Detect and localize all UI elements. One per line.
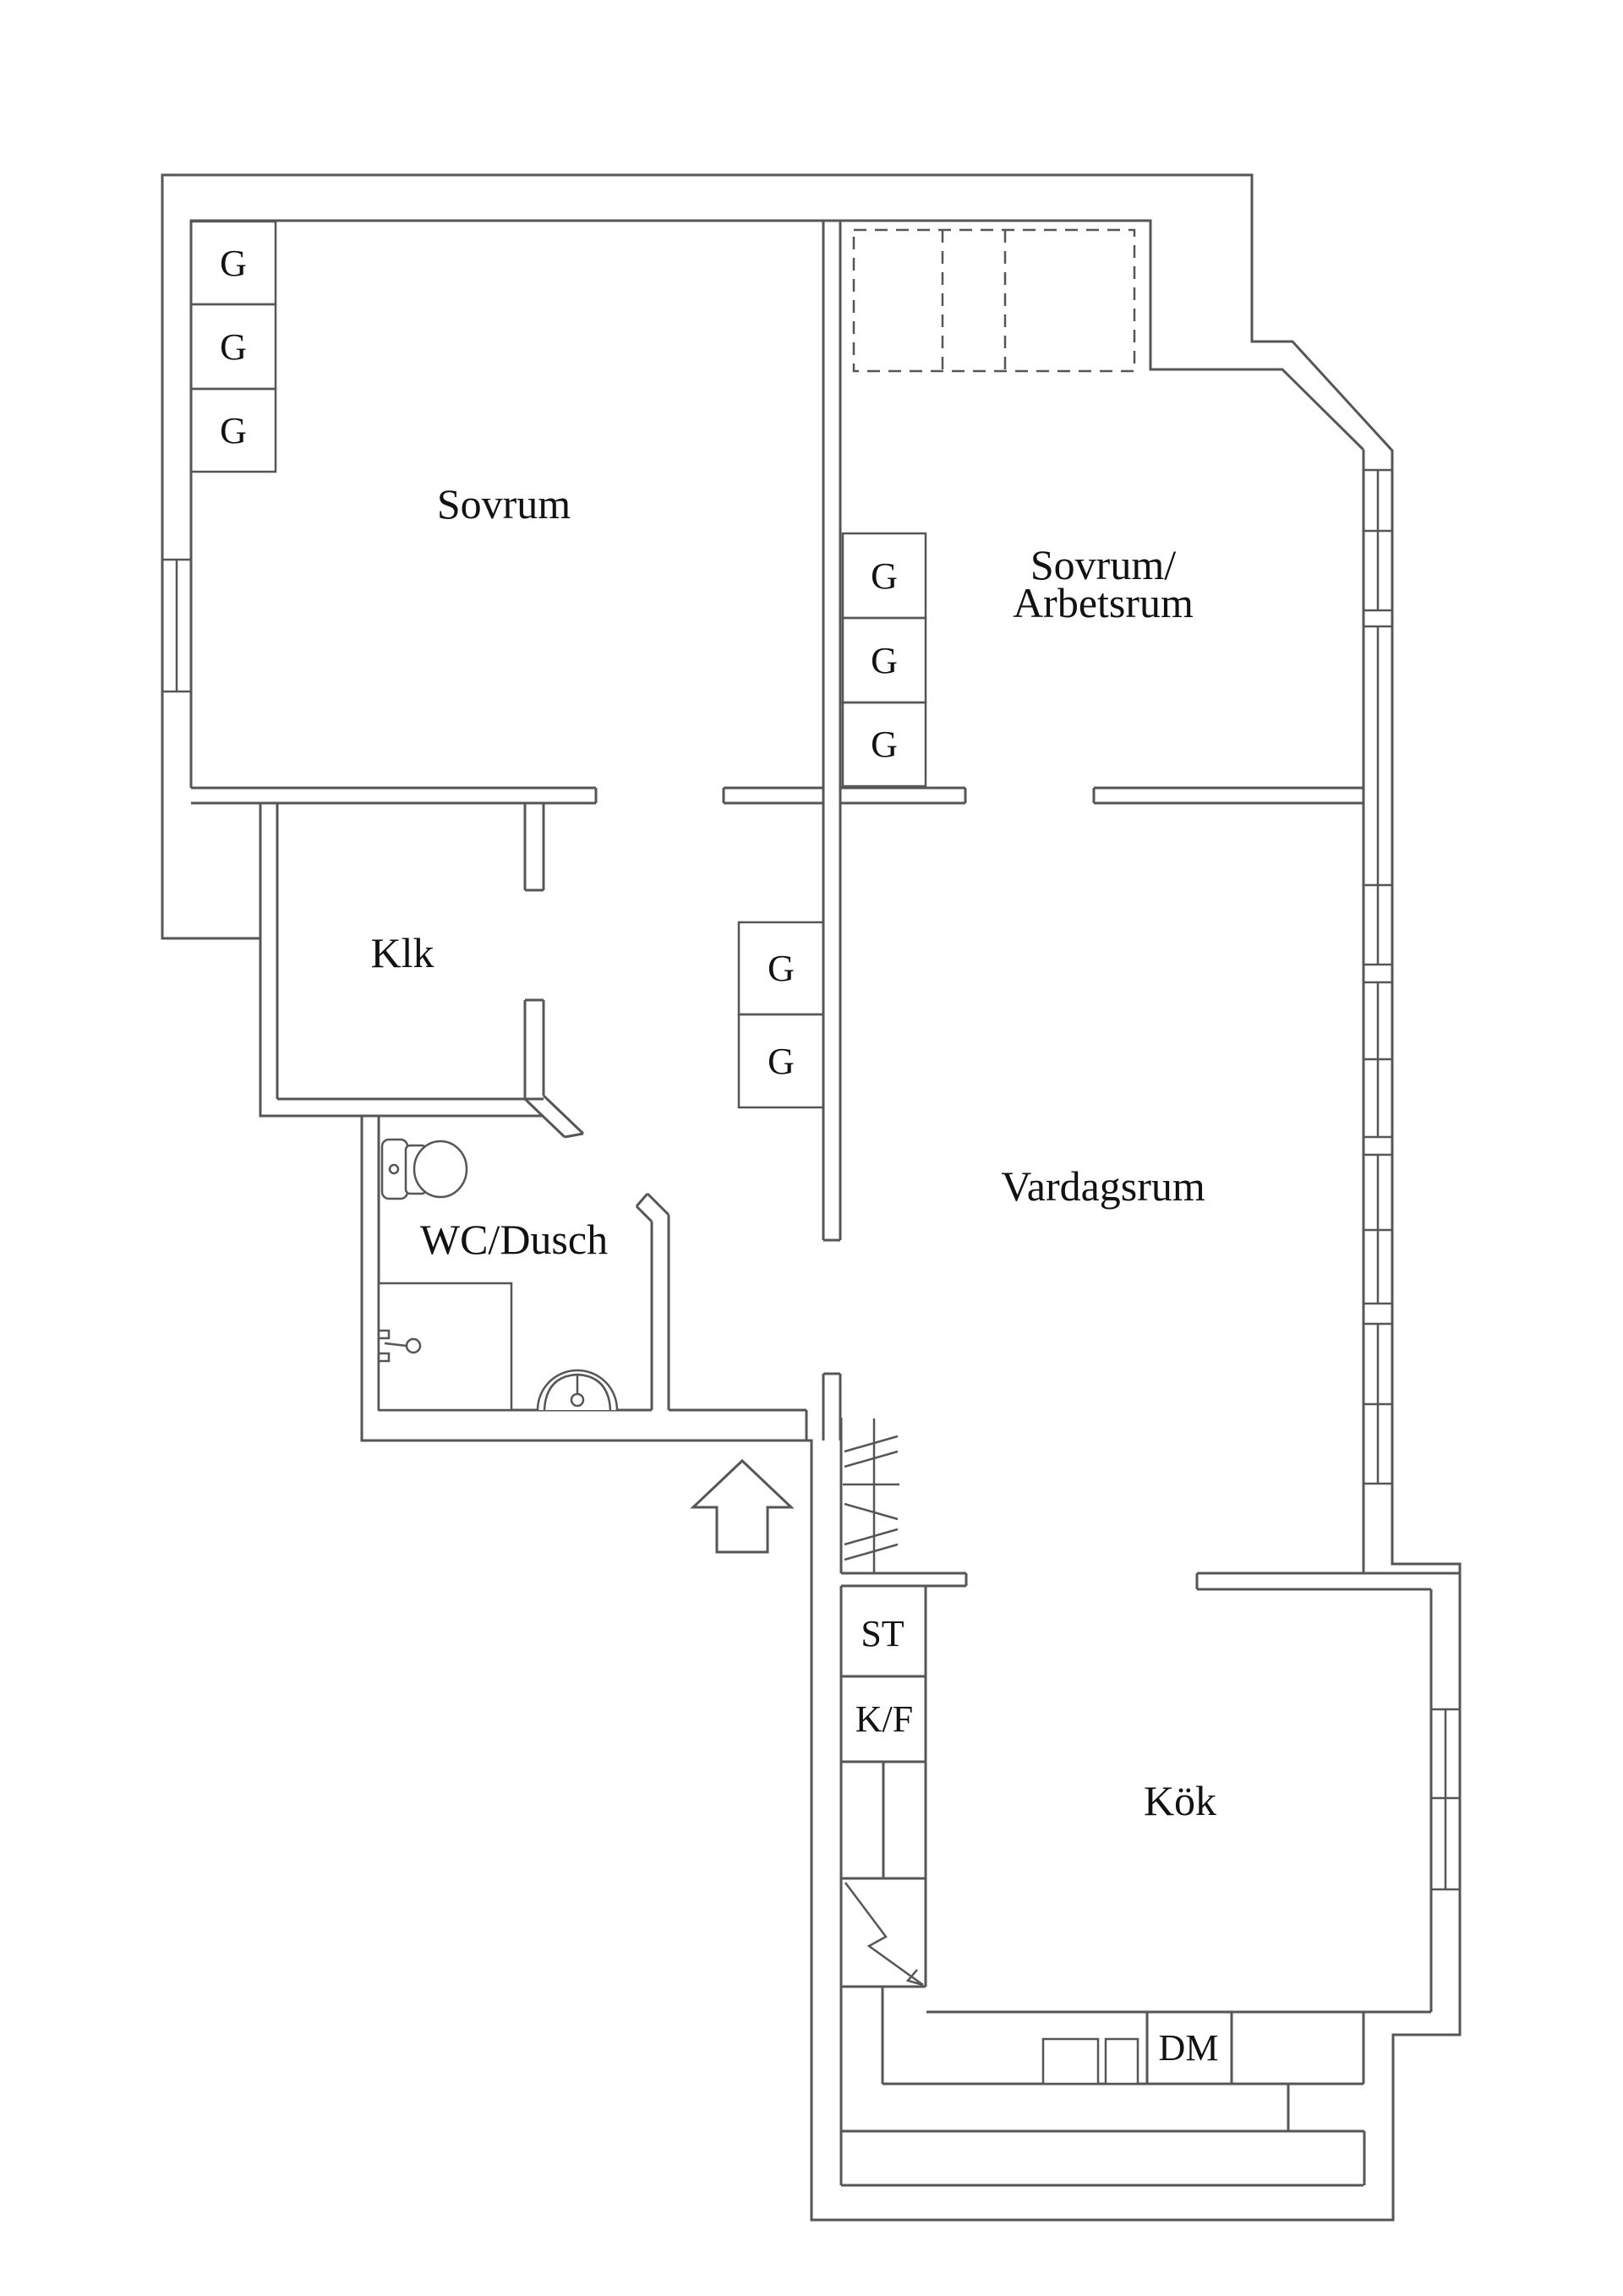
label-fridge-freezer: K/F [855, 1698, 913, 1740]
label-wardrobe-4: G [871, 555, 898, 597]
kitchen-right-wall [1195, 1572, 1460, 2012]
exterior-wall-outline [161, 173, 1462, 2222]
window-run-right-wall [1363, 468, 1392, 1485]
kitchen-closet-column [839, 1572, 968, 2185]
wardrobe-boxes [189, 220, 927, 1109]
label-storage: ST [861, 1613, 904, 1654]
central-wall [805, 221, 842, 1440]
label-wardrobe-8: G [768, 1041, 795, 1082]
entrance-arrow-icon [690, 1458, 795, 1554]
washbasin-icon [536, 1369, 619, 1411]
label-wardrobe-2: G [220, 326, 247, 368]
label-wardrobe-5: G [871, 640, 898, 681]
toilet-icon [380, 1138, 468, 1200]
window-left-bedroom [162, 558, 191, 693]
window-kitchen [1431, 1708, 1460, 1891]
kitchen-bench [881, 1987, 1431, 2086]
room-label-bedroom: Sovrum [437, 480, 571, 528]
stove-icon [844, 1882, 924, 1987]
interior-wall-lines [189, 219, 1365, 1573]
room-label-bedroom-office-line2: Arbetsrum [1013, 579, 1194, 626]
room-label-living-room: Vardagsrum [1001, 1162, 1205, 1210]
label-wardrobe-6: G [871, 724, 898, 765]
bottom-wall-bands [841, 2084, 1366, 2187]
label-wardrobe-7: G [768, 948, 795, 989]
label-wardrobe-1: G [220, 243, 247, 284]
label-dishwasher: DM [1159, 2027, 1219, 2069]
sink-basin-small [1104, 2037, 1139, 2086]
room-label-bedroom-office-line1: Sovrum/ [1030, 541, 1176, 588]
closet-room-walls [259, 803, 585, 1139]
entry-door-stair-hatch-icon [839, 1418, 899, 1573]
divider-wall-horizontal [191, 786, 1363, 805]
label-wardrobe-3: G [220, 410, 247, 451]
room-label-kitchen: Kök [1144, 1777, 1216, 1824]
dashed-wardrobe-bed-outline [852, 228, 1136, 373]
room-label-closet: Klk [371, 929, 434, 976]
sink-basin-large [1041, 2037, 1100, 2086]
room-label-bathroom: WC/Dusch [420, 1216, 608, 1263]
shower-icon [377, 1282, 513, 1412]
